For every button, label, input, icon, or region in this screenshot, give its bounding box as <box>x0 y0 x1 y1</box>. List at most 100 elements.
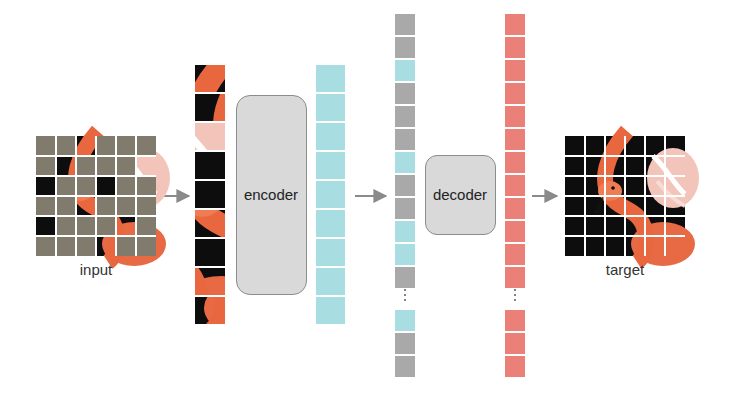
token <box>505 221 525 242</box>
masked-patch <box>96 156 116 176</box>
masked-patch <box>76 156 96 176</box>
masked-patch <box>136 176 156 196</box>
token <box>395 356 415 377</box>
encoded-tokens <box>316 65 345 324</box>
masked-patch <box>56 136 76 156</box>
token <box>395 60 415 81</box>
masked-patch <box>116 136 136 156</box>
input-image <box>36 131 170 266</box>
flow-arrow <box>355 195 386 197</box>
photo-patches <box>565 131 699 266</box>
encoded-token <box>316 239 345 266</box>
masked-patch <box>76 236 96 256</box>
encoded-token <box>316 268 345 295</box>
token <box>505 60 525 81</box>
masked-patch <box>96 216 116 236</box>
masked-patch <box>56 176 76 196</box>
masked-patch <box>136 236 156 256</box>
masked-patch <box>36 156 56 176</box>
masked-patch <box>56 216 76 236</box>
flow-arrow <box>532 195 557 197</box>
masked-patch <box>116 196 136 216</box>
token <box>505 267 525 288</box>
masked-patch <box>56 236 76 256</box>
patch-gap <box>565 175 685 177</box>
masked-patch <box>76 176 96 196</box>
ellipsis-dot <box>514 289 516 291</box>
flow-arrow <box>163 195 189 197</box>
decoder-box: decoder <box>425 155 496 235</box>
masked-patch <box>96 196 116 216</box>
token <box>395 175 415 196</box>
token <box>395 37 415 58</box>
target-image <box>565 131 699 266</box>
patch-gap <box>565 235 685 237</box>
masked-patch <box>96 136 116 156</box>
patch-gap <box>36 195 156 197</box>
ellipsis-dot <box>404 289 406 291</box>
encoded-token <box>316 152 345 179</box>
encoded-token <box>316 94 345 121</box>
masked-patch <box>116 156 136 176</box>
token <box>505 198 525 219</box>
image-caption: target <box>606 261 644 279</box>
token <box>395 198 415 219</box>
box-label: decoder <box>433 186 487 204</box>
masked-patch <box>136 216 156 236</box>
token <box>505 356 525 377</box>
token <box>395 129 415 150</box>
token <box>505 129 525 150</box>
patch-gap <box>36 155 156 157</box>
ellipsis-dot <box>404 299 406 301</box>
encoded-token <box>316 181 345 208</box>
token <box>395 14 415 35</box>
masked-patch <box>36 196 56 216</box>
patch-gap <box>36 175 156 177</box>
patch-gap <box>565 155 685 157</box>
decoded-sequence <box>505 14 525 377</box>
encoded-token <box>316 123 345 150</box>
token <box>395 267 415 288</box>
masked-patch <box>76 216 96 236</box>
patch-gap <box>565 195 685 197</box>
masked-patch <box>36 236 56 256</box>
patch-gap <box>565 215 685 217</box>
masked-patch <box>116 236 136 256</box>
masked-patch <box>136 136 156 156</box>
token <box>505 310 525 331</box>
ellipsis-dot <box>404 294 406 296</box>
token <box>395 333 415 354</box>
full-token-sequence <box>395 14 415 377</box>
masked-patch <box>56 196 76 216</box>
token <box>395 221 415 242</box>
masked-patch <box>136 196 156 216</box>
image-caption: input <box>80 261 113 279</box>
token <box>395 152 415 173</box>
token <box>505 14 525 35</box>
encoder-box: encoder <box>236 95 307 295</box>
encoded-token <box>316 65 345 92</box>
token <box>395 106 415 127</box>
ellipsis-dot <box>514 299 516 301</box>
ellipsis-dot <box>514 294 516 296</box>
encoded-token <box>316 297 345 324</box>
token <box>395 310 415 331</box>
patch-gap <box>36 235 156 237</box>
box-label: encoder <box>244 186 298 204</box>
visible-patch-strip <box>45 58 396 337</box>
token <box>395 244 415 265</box>
token <box>505 175 525 196</box>
token <box>395 83 415 104</box>
token <box>505 152 525 173</box>
token <box>505 83 525 104</box>
token <box>505 106 525 127</box>
token <box>505 244 525 265</box>
patch-gap <box>36 215 156 217</box>
masked-patch <box>36 136 56 156</box>
masked-patch <box>116 176 136 196</box>
token <box>505 37 525 58</box>
photo-patches <box>36 131 170 266</box>
token <box>505 333 525 354</box>
encoded-token <box>316 210 345 237</box>
